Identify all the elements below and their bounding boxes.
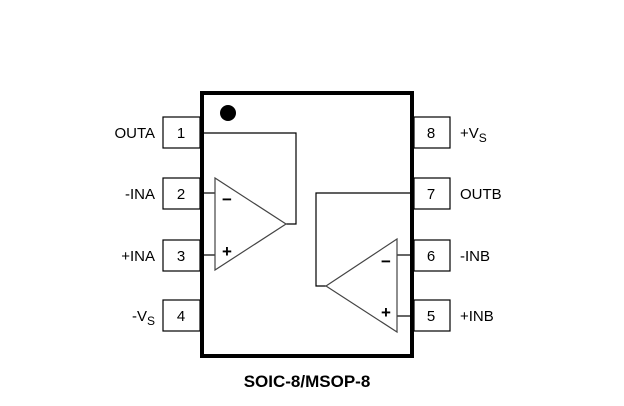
pin-7-box xyxy=(413,177,451,210)
pin-8-name-subscript: S xyxy=(479,131,487,145)
pin-7-name: OUTB xyxy=(460,186,502,203)
pin-8-number: 8 xyxy=(427,125,435,142)
pin-4-name-subscript: S xyxy=(147,314,155,328)
pin-1-number: 1 xyxy=(177,125,185,142)
pin-4-number: 4 xyxy=(177,308,185,325)
pin-3-number: 3 xyxy=(177,248,185,265)
amp-a-minus-sign: − xyxy=(222,190,232,209)
pin-2-name: -INA xyxy=(125,186,155,203)
pin-4-name: -VS xyxy=(132,308,155,328)
package-title: SOIC-8/MSOP-8 xyxy=(244,372,371,391)
amp-a-plus-sign: + xyxy=(222,242,232,261)
pin-2-number: 2 xyxy=(177,186,185,203)
amp-b-plus-sign: + xyxy=(381,303,391,322)
amplifier-b: − + xyxy=(315,192,412,334)
amp-b-minus-sign: − xyxy=(381,252,391,271)
amp-a-feedback-wire xyxy=(204,132,297,225)
pin-3-box xyxy=(162,239,201,272)
pin-8-name: +VS xyxy=(460,125,487,145)
pin-4-name-main: -V xyxy=(132,308,147,325)
pin-8-name-main: +V xyxy=(460,125,479,142)
pin-3: 3 +INA xyxy=(121,239,201,272)
pin-6: 6 -INB xyxy=(413,239,490,272)
pin-4-box xyxy=(162,299,201,332)
pin-5-box xyxy=(413,299,451,332)
pin-1-box xyxy=(162,116,201,149)
amp-b-feedback-wire xyxy=(315,192,412,287)
pin-5-name: +INB xyxy=(460,308,494,325)
amp-b-triangle-icon xyxy=(324,237,398,334)
pin-8-box xyxy=(413,116,451,149)
pin-5: 5 +INB xyxy=(413,299,494,332)
pin-3-name: +INA xyxy=(121,248,155,265)
pin-1-name: OUTA xyxy=(114,125,155,142)
pin-7: 7 OUTB xyxy=(413,177,502,210)
pin-6-number: 6 xyxy=(427,248,435,265)
pin-6-name: -INB xyxy=(460,248,490,265)
pin-2-box xyxy=(162,177,201,210)
pin-1-indicator-dot xyxy=(220,105,236,121)
pin-1: 1 OUTA xyxy=(114,116,201,149)
amp-a-triangle-icon xyxy=(214,176,288,272)
pin-7-number: 7 xyxy=(427,186,435,203)
package-body xyxy=(200,91,414,358)
pin-8: 8 +VS xyxy=(413,116,487,149)
pin-5-number: 5 xyxy=(427,308,435,325)
pin-6-box xyxy=(413,239,451,272)
amplifier-a: − + xyxy=(204,132,297,272)
pin-4: 4 -VS xyxy=(132,299,201,332)
pin-2: 2 -INA xyxy=(125,177,201,210)
